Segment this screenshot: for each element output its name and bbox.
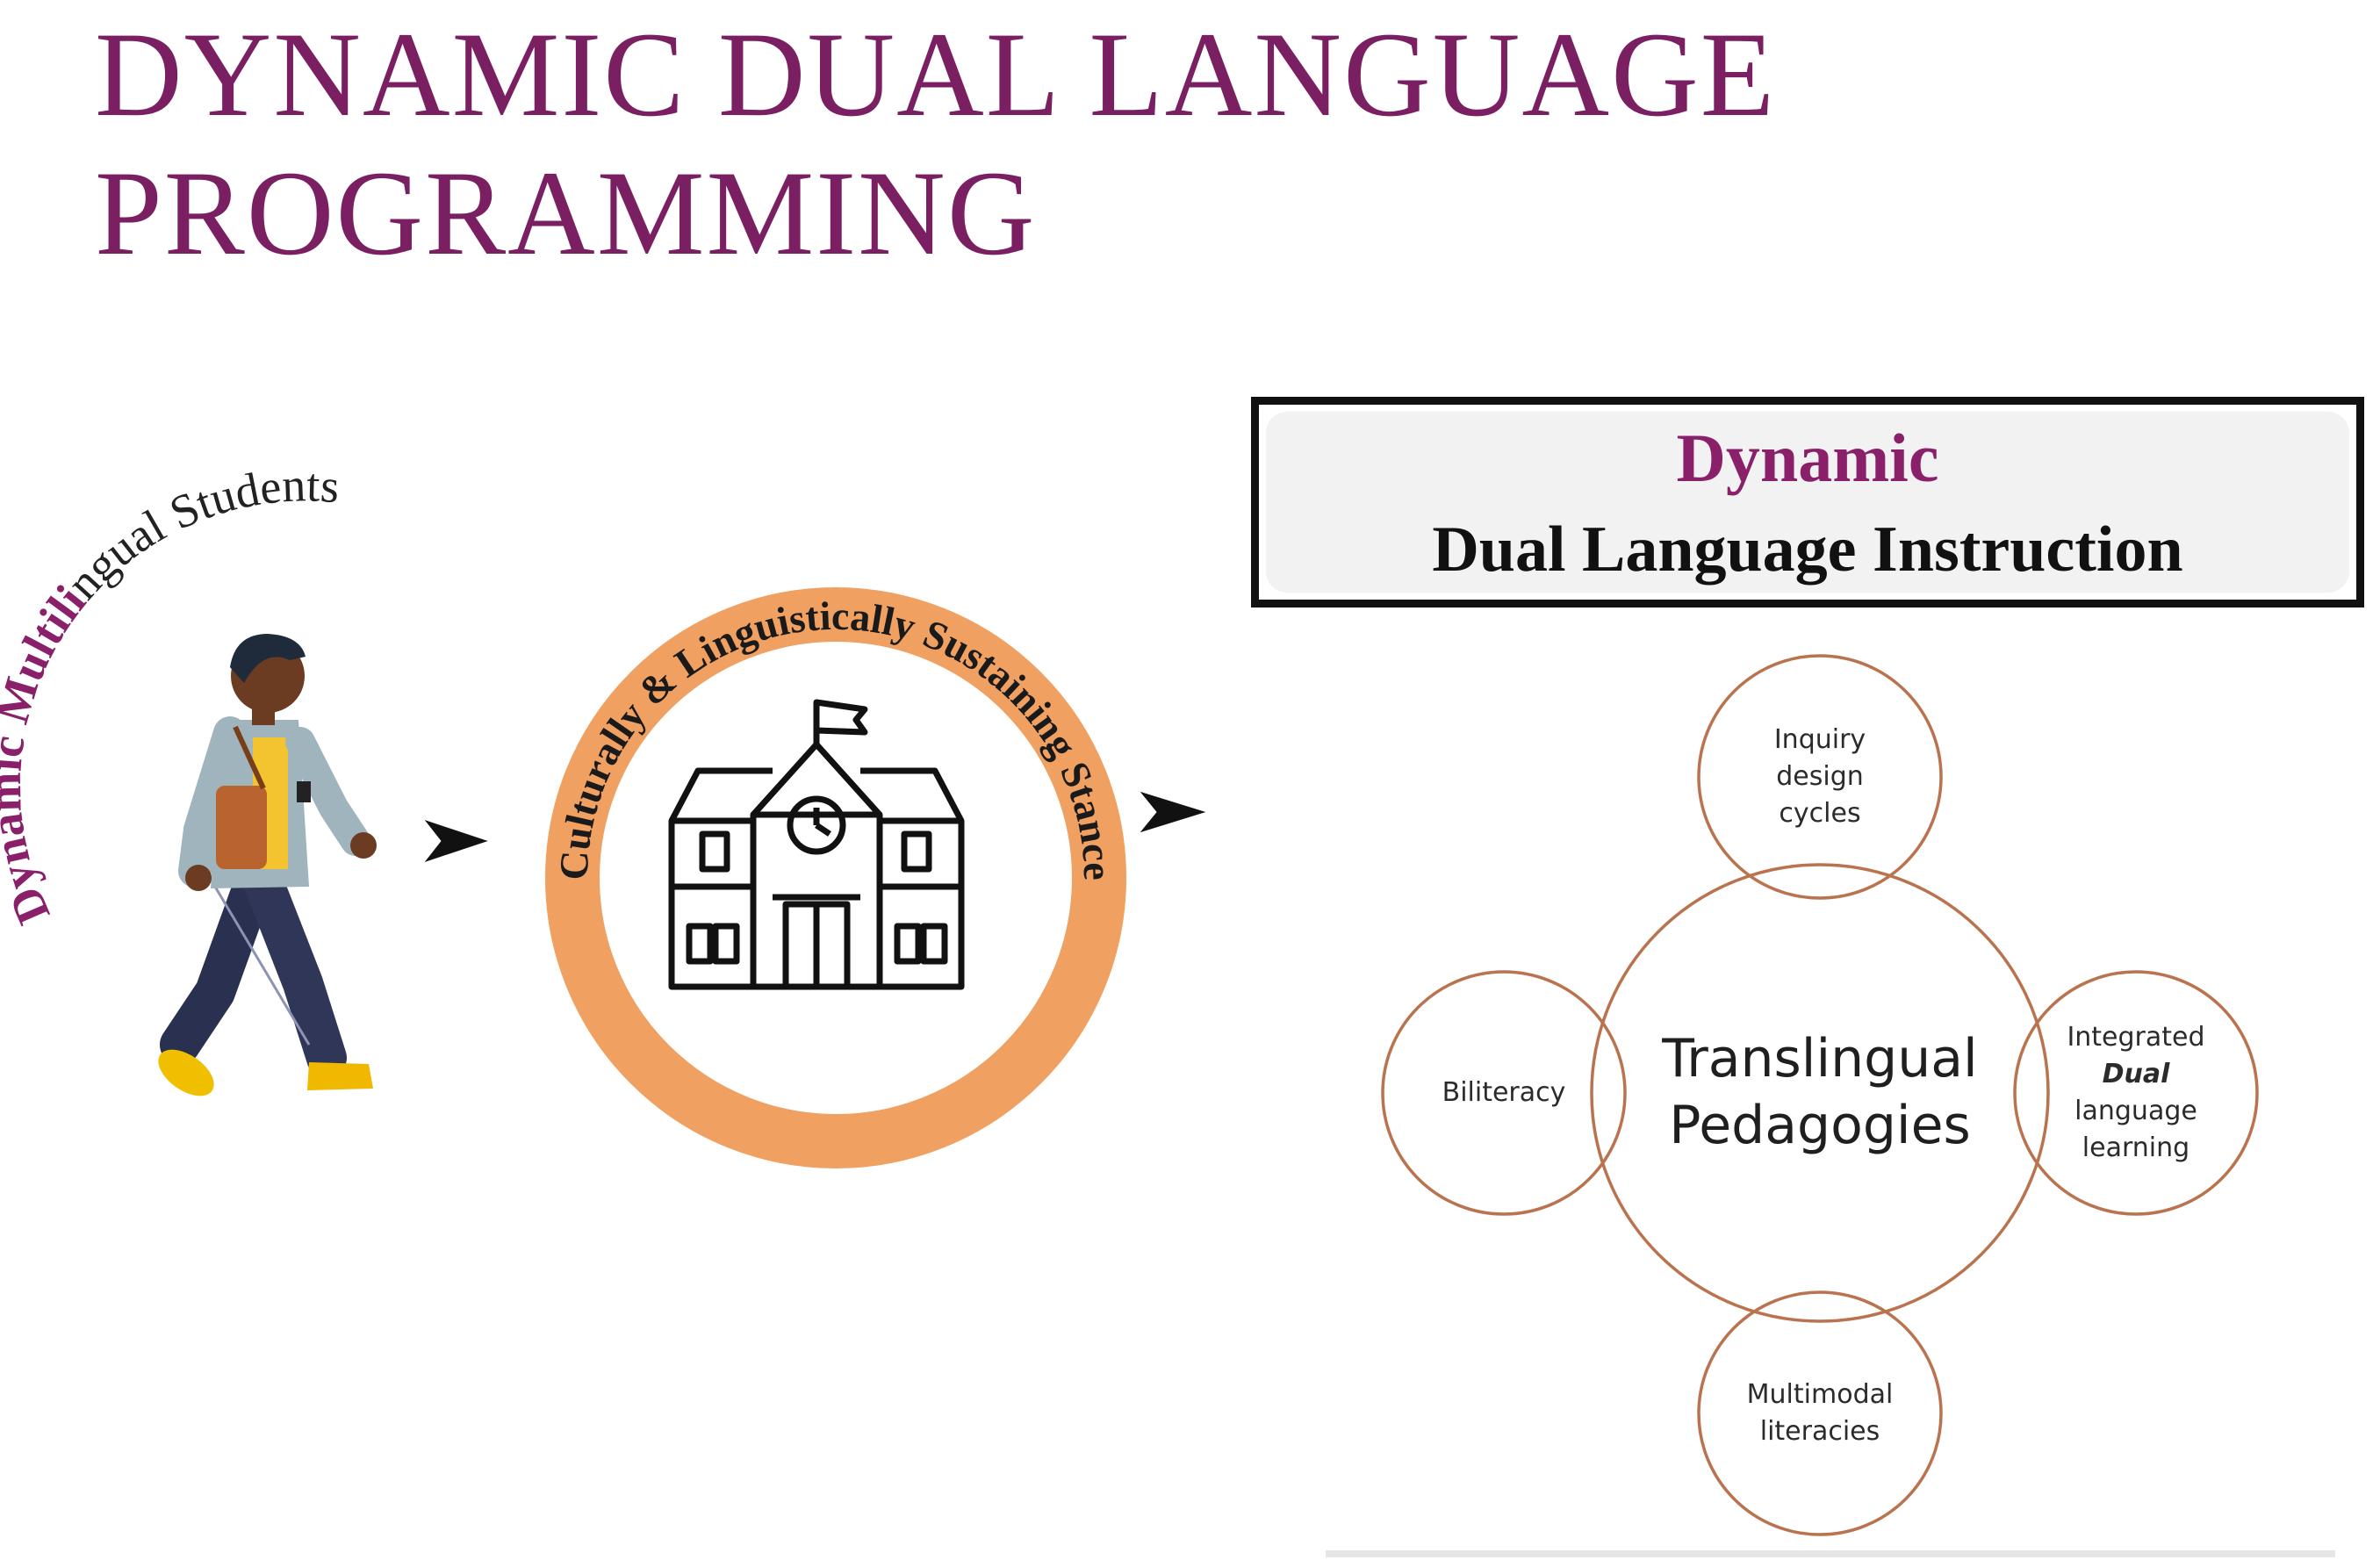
center-label-line-2: Pedagogies — [1669, 1095, 1971, 1156]
integrated-line-4: learning — [2082, 1132, 2190, 1163]
circle-inquiry-design-cycles — [1697, 654, 1943, 900]
circle-biliteracy — [1381, 970, 1627, 1216]
multimodal-line-2: literacies — [1759, 1416, 1880, 1447]
biliteracy-label: Biliteracy — [1403, 1075, 1605, 1111]
student-arc-highlight: Dynamic Multili — [0, 576, 96, 932]
walking-student-icon — [158, 634, 377, 1096]
integrated-dual-language-label: Integrated Dual language learning — [2031, 1019, 2241, 1167]
multimodal-label: Multimodal literacies — [1715, 1377, 1925, 1450]
inquiry-line-3: cycles — [1779, 798, 1861, 829]
page-title: DYNAMIC DUAL LANGUAGE PROGRAMMING — [95, 5, 1776, 283]
translingual-pedagogies-label: Translingual Pedagogies — [1627, 1025, 2013, 1159]
instruction-dynamic-label: Dynamic — [1676, 420, 1939, 496]
arrow-icon-2 — [1130, 785, 1218, 839]
multimodal-line-1: Multimodal — [1746, 1379, 1894, 1410]
integrated-line-1: Integrated — [2067, 1022, 2205, 1053]
integrated-line-3: language — [2074, 1096, 2197, 1126]
instruction-title: Dual Language Instruction — [1432, 514, 2183, 586]
instruction-box-inner — [1266, 412, 2349, 593]
title-line-2: PROGRAMMING — [95, 146, 1037, 280]
integrated-line-2: Dual — [2102, 1059, 2170, 1089]
inquiry-label: Inquiry design cycles — [1715, 722, 1925, 832]
title-line-1: DYNAMIC DUAL LANGUAGE — [95, 7, 1777, 141]
inquiry-line-2: design — [1776, 761, 1864, 792]
center-label-line-1: Translingual — [1662, 1028, 1978, 1089]
circle-translingual-pedagogies — [1590, 863, 2050, 1323]
instruction-box: Dynamic Dual Language Instruction — [1251, 397, 2364, 607]
circle-multimodal-literacies — [1697, 1290, 1943, 1536]
school-building-icon — [668, 699, 965, 990]
student-arc-rest: ngual Students — [56, 458, 342, 609]
circle-integrated-dual-language — [2013, 970, 2259, 1216]
arrow-icon-1 — [414, 812, 500, 870]
inquiry-line-1: Inquiry — [1773, 724, 1866, 755]
biliteracy-text: Biliteracy — [1442, 1077, 1566, 1108]
stance-ring — [545, 587, 1126, 1168]
